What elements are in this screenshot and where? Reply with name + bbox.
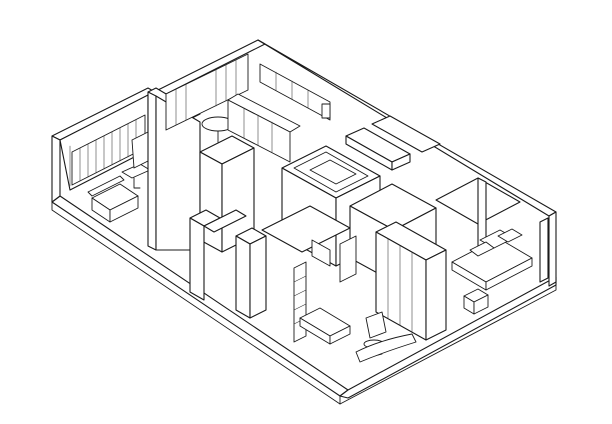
door	[339, 235, 357, 283]
armchair	[121, 163, 151, 189]
bedroom	[435, 177, 533, 315]
entrance-walls	[189, 209, 267, 319]
living-room	[71, 114, 151, 223]
hallway	[345, 115, 441, 171]
lounge-chair	[355, 333, 417, 363]
bookshelf	[293, 261, 307, 343]
study	[261, 205, 417, 363]
dining-area	[165, 53, 331, 163]
desk	[299, 307, 351, 345]
wall-cabinets	[259, 63, 331, 121]
bathtub	[309, 159, 357, 185]
kitchen-counter	[227, 93, 301, 163]
curtains-kitchen	[165, 53, 249, 131]
sofa	[87, 175, 139, 223]
wardrobe	[375, 221, 447, 341]
bed	[451, 228, 533, 291]
front-right-edge	[539, 217, 549, 283]
study-back-wall	[261, 205, 351, 253]
nightstand	[463, 288, 489, 315]
tv-frame	[311, 239, 331, 267]
